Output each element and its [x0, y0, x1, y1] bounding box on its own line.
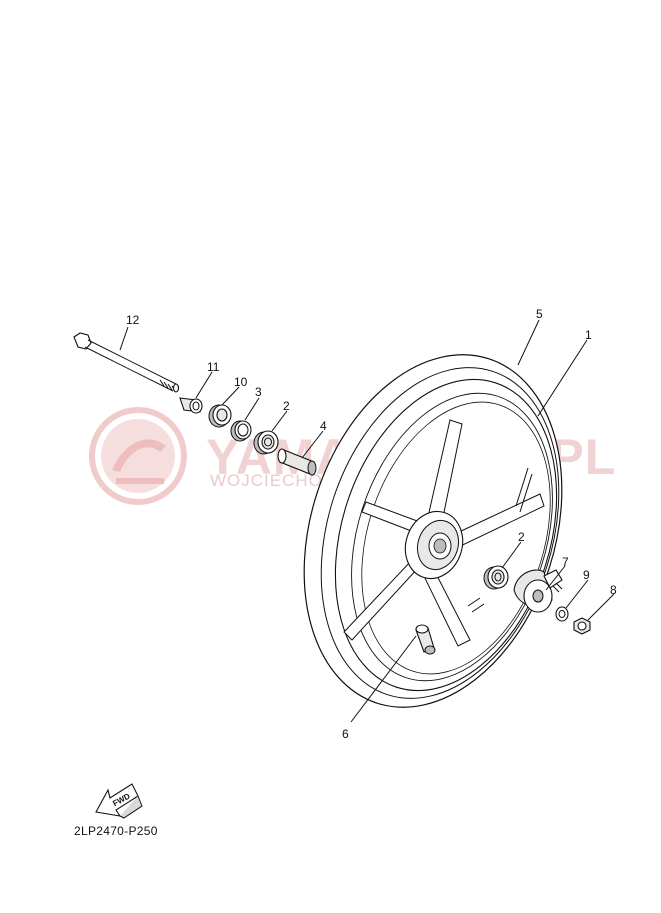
part-bearing-left [253, 430, 279, 455]
callout-numbers: 12 11 10 3 2 4 5 1 2 7 9 8 6 [126, 307, 617, 741]
part-oil-seal [208, 404, 232, 428]
callout-3: 3 [255, 385, 262, 399]
callout-6: 6 [342, 727, 349, 741]
callout-12: 9 [583, 568, 590, 582]
callout-11: 8 [610, 583, 617, 597]
part-spacer [277, 448, 317, 476]
callout-7: 7 [562, 555, 569, 569]
fwd-arrow-icon: FWD [95, 783, 143, 819]
part-collar [179, 397, 203, 414]
callout-1: 1 [585, 328, 592, 342]
watermark-logo-icon [89, 407, 187, 505]
callout-10: 12 [126, 313, 140, 327]
part-collar-right [513, 569, 563, 613]
diagram-code: 2LP2470-P250 [74, 824, 158, 838]
callout-9: 11 [207, 360, 220, 374]
part-axle-bolt [73, 332, 180, 393]
part-valve [415, 624, 436, 655]
part-nut [573, 617, 591, 635]
callout-2-left: 2 [283, 399, 290, 413]
callout-8: 10 [234, 375, 248, 389]
callout-2-right: 2 [518, 530, 525, 544]
part-circlip [230, 420, 252, 442]
part-washer [555, 606, 569, 622]
callout-5: 5 [536, 307, 543, 321]
part-bearing-right [483, 565, 509, 590]
callout-4: 4 [320, 419, 327, 433]
wheel-spokes [343, 419, 545, 647]
leader-lines [119, 319, 615, 723]
part-wheel-rim [334, 378, 558, 692]
